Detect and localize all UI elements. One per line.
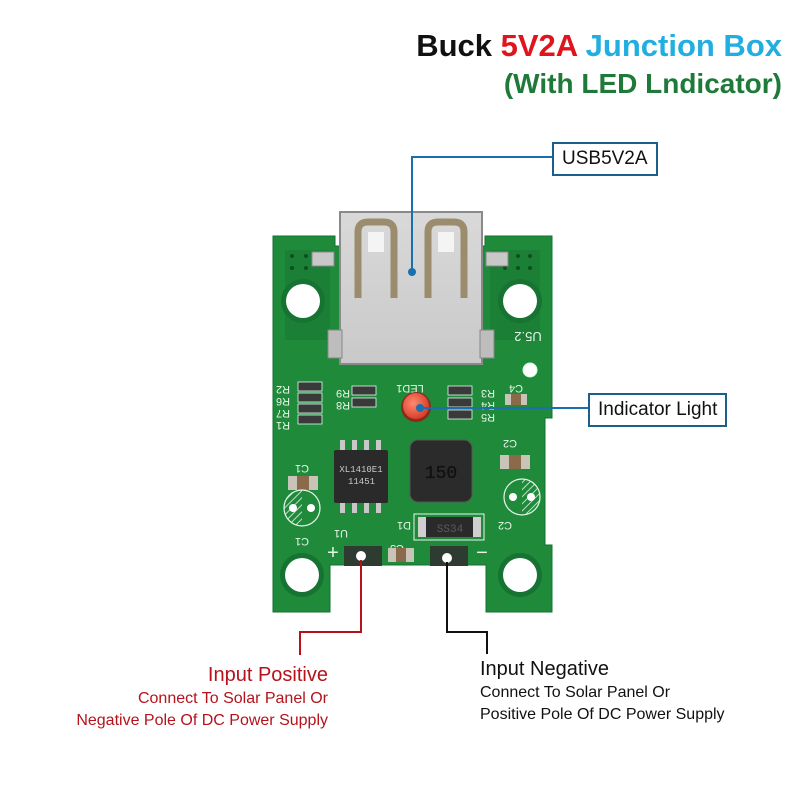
- mounting-hole-bottom-right: [498, 553, 542, 597]
- indicator-callout: Indicator Light: [588, 393, 728, 427]
- input-positive-pad: [356, 551, 366, 561]
- mounting-hole-top-right: [498, 279, 542, 323]
- silk-r4: R4: [481, 399, 495, 411]
- input-positive-line1: Connect To Solar Panel Or: [137, 690, 328, 707]
- silk-minus: −: [476, 542, 488, 564]
- silk-usb-mark: U5.2: [514, 329, 541, 344]
- capacitor-c4: [505, 394, 527, 405]
- mounting-hole-top-left: [281, 279, 325, 323]
- silk-r6: R6: [276, 395, 290, 407]
- capacitor-c2: [500, 455, 530, 469]
- input-positive-note: Input Positive Connect To Solar Panel Or…: [76, 662, 328, 732]
- silk-u1: U1: [334, 527, 348, 539]
- inductor-150: 150: [409, 439, 473, 503]
- silk-c1-top: C1: [295, 462, 309, 474]
- capacitor-c3: [388, 548, 414, 562]
- diode-ss34: SS34: [413, 513, 485, 541]
- input-negative-heading: Input Negative: [480, 658, 609, 680]
- usb-connector: [311, 211, 509, 365]
- usb-leader-line: [411, 156, 552, 272]
- page-title: Buck 5V2A Junction Box: [416, 28, 782, 64]
- silk-c1-bottom: C1: [295, 535, 309, 547]
- silk-d1: D1: [397, 519, 411, 531]
- ic-marking-2: 11451: [348, 477, 375, 487]
- input-negative-line2: Positive Pole Of DC Power Supply: [480, 706, 725, 723]
- ic-xl1410: XL1410E1 11451: [334, 440, 388, 513]
- silk-led: LED1: [396, 382, 424, 394]
- input-positive-heading: Input Positive: [207, 664, 328, 686]
- ic-marking-1: XL1410E1: [339, 465, 382, 475]
- title-buck: Buck: [416, 28, 492, 63]
- silk-c2-bottom: C2: [498, 519, 512, 531]
- title-junction-box: Junction Box: [585, 28, 782, 63]
- silk-r3: R3: [481, 387, 495, 399]
- silk-plus: +: [327, 542, 339, 564]
- usb-callout: USB5V2A: [552, 142, 658, 176]
- input-negative-pad: [442, 553, 452, 563]
- resistor-array-left: [297, 381, 473, 425]
- cap-footprint-c2: [503, 478, 541, 516]
- silk-r7: R7: [276, 407, 290, 419]
- positive-leader-line: [299, 560, 362, 655]
- mounting-hole-bottom-left: [280, 553, 324, 597]
- cap-footprint-c1: [283, 489, 321, 527]
- title-rating: 5V2A: [500, 28, 578, 63]
- silk-r5: R5: [481, 411, 495, 423]
- page-subtitle: (With LED Lndicator): [503, 68, 782, 99]
- input-negative-line1: Connect To Solar Panel Or: [480, 684, 671, 701]
- inductor-marking: 150: [425, 464, 457, 484]
- input-positive-line2: Negative Pole Of DC Power Supply: [76, 712, 328, 729]
- silk-r1: R1: [276, 419, 290, 431]
- silk-r8: R8: [336, 399, 350, 411]
- silk-r2: R2: [276, 383, 290, 395]
- capacitor-c1: [288, 476, 318, 490]
- input-negative-note: Input Negative Connect To Solar Panel Or…: [480, 656, 725, 726]
- silk-c2-top: C2: [503, 437, 517, 449]
- indicator-led: [401, 392, 431, 422]
- negative-leader-line: [446, 562, 488, 654]
- silk-c4: C4: [509, 382, 523, 394]
- silk-r9: R9: [336, 387, 350, 399]
- diode-marking: SS34: [437, 524, 464, 536]
